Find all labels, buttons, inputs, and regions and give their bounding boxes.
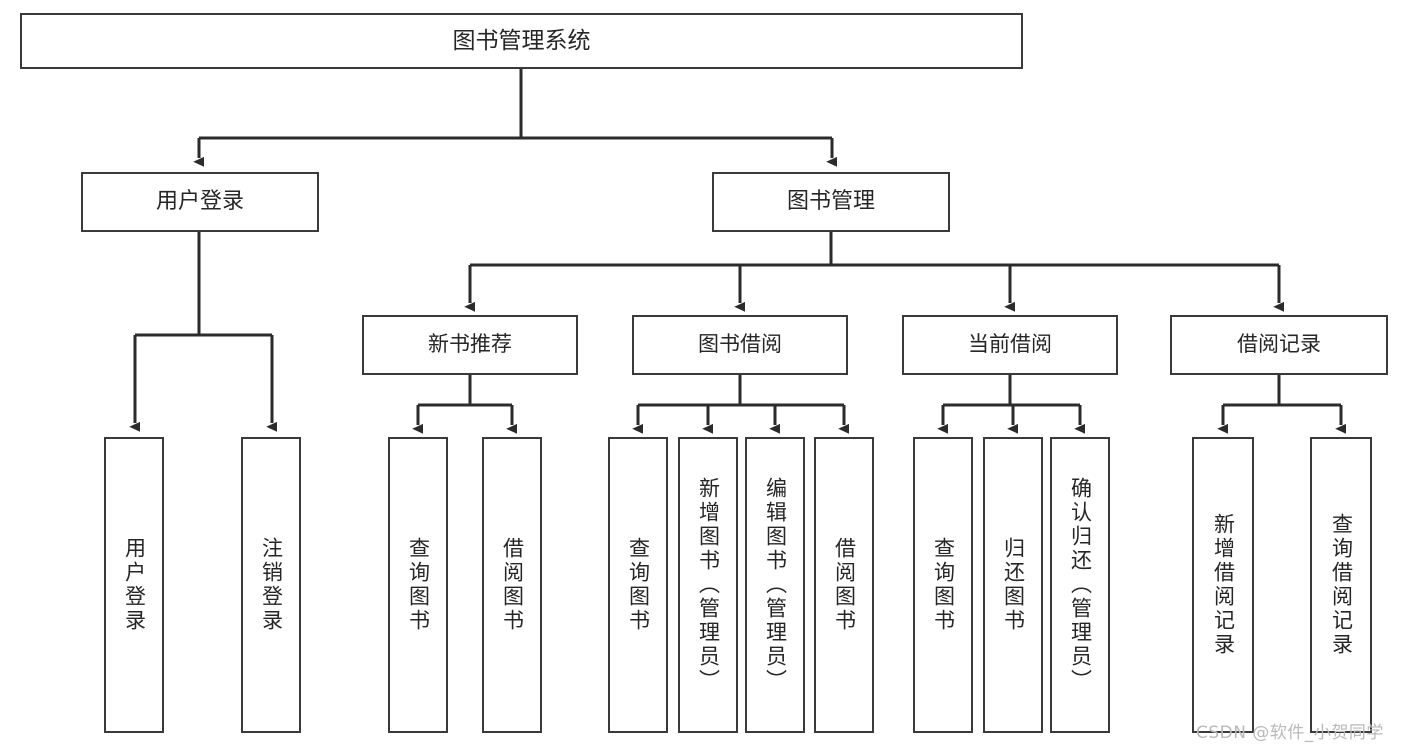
leaf-node-label: 查询图书 [626, 537, 651, 633]
leaf-node[interactable]: 新增图书（管理员） [678, 437, 738, 733]
node-book-borrow-label: 图书借阅 [698, 332, 782, 357]
leaf-node[interactable]: 借阅图书 [814, 437, 874, 733]
leaf-node-label: 查询借阅记录 [1329, 513, 1354, 657]
node-root[interactable]: 图书管理系统 [20, 13, 1023, 69]
leaf-node[interactable]: 确认归还（管理员） [1050, 437, 1110, 733]
node-borrow-record[interactable]: 借阅记录 [1170, 315, 1388, 375]
leaf-node[interactable]: 查询图书 [388, 437, 448, 733]
leaf-node-label: 确认归还（管理员） [1068, 477, 1093, 693]
leaf-node-label: 注销登录 [259, 537, 284, 633]
csdn-watermark: CSDN @软件_小贺同学 [1196, 723, 1384, 743]
node-current-borrow-label: 当前借阅 [968, 332, 1052, 357]
leaf-node[interactable]: 借阅图书 [482, 437, 542, 733]
node-user-login[interactable]: 用户登录 [81, 172, 319, 232]
node-borrow-record-label: 借阅记录 [1237, 332, 1321, 357]
leaf-node[interactable]: 归还图书 [983, 437, 1043, 733]
leaf-node[interactable]: 查询图书 [608, 437, 668, 733]
node-new-book-recommend[interactable]: 新书推荐 [362, 315, 578, 375]
leaf-node-label: 借阅图书 [832, 537, 857, 633]
leaf-node-label: 查询图书 [931, 537, 956, 633]
node-book-borrow[interactable]: 图书借阅 [632, 315, 848, 375]
leaf-node[interactable]: 注销登录 [241, 437, 301, 733]
leaf-node[interactable]: 查询图书 [913, 437, 973, 733]
node-book-management-label: 图书管理 [786, 188, 875, 214]
leaf-node-label: 编辑图书（管理员） [763, 477, 788, 693]
leaf-node-label: 查询图书 [406, 537, 431, 633]
leaf-node[interactable]: 查询借阅记录 [1310, 437, 1372, 733]
node-user-login-label: 用户登录 [155, 188, 244, 214]
node-current-borrow[interactable]: 当前借阅 [902, 315, 1118, 375]
leaf-node[interactable]: 用户登录 [104, 437, 164, 733]
leaf-node-label: 归还图书 [1001, 537, 1026, 633]
leaf-node-label: 新增借阅记录 [1211, 513, 1236, 657]
node-book-management[interactable]: 图书管理 [712, 172, 950, 232]
node-root-label: 图书管理系统 [452, 27, 591, 54]
leaf-node[interactable]: 编辑图书（管理员） [745, 437, 805, 733]
node-new-book-recommend-label: 新书推荐 [428, 332, 512, 357]
leaf-node-label: 用户登录 [122, 537, 147, 633]
leaf-node-label: 新增图书（管理员） [696, 477, 721, 693]
leaf-node-label: 借阅图书 [500, 537, 525, 633]
leaf-node[interactable]: 新增借阅记录 [1192, 437, 1254, 733]
